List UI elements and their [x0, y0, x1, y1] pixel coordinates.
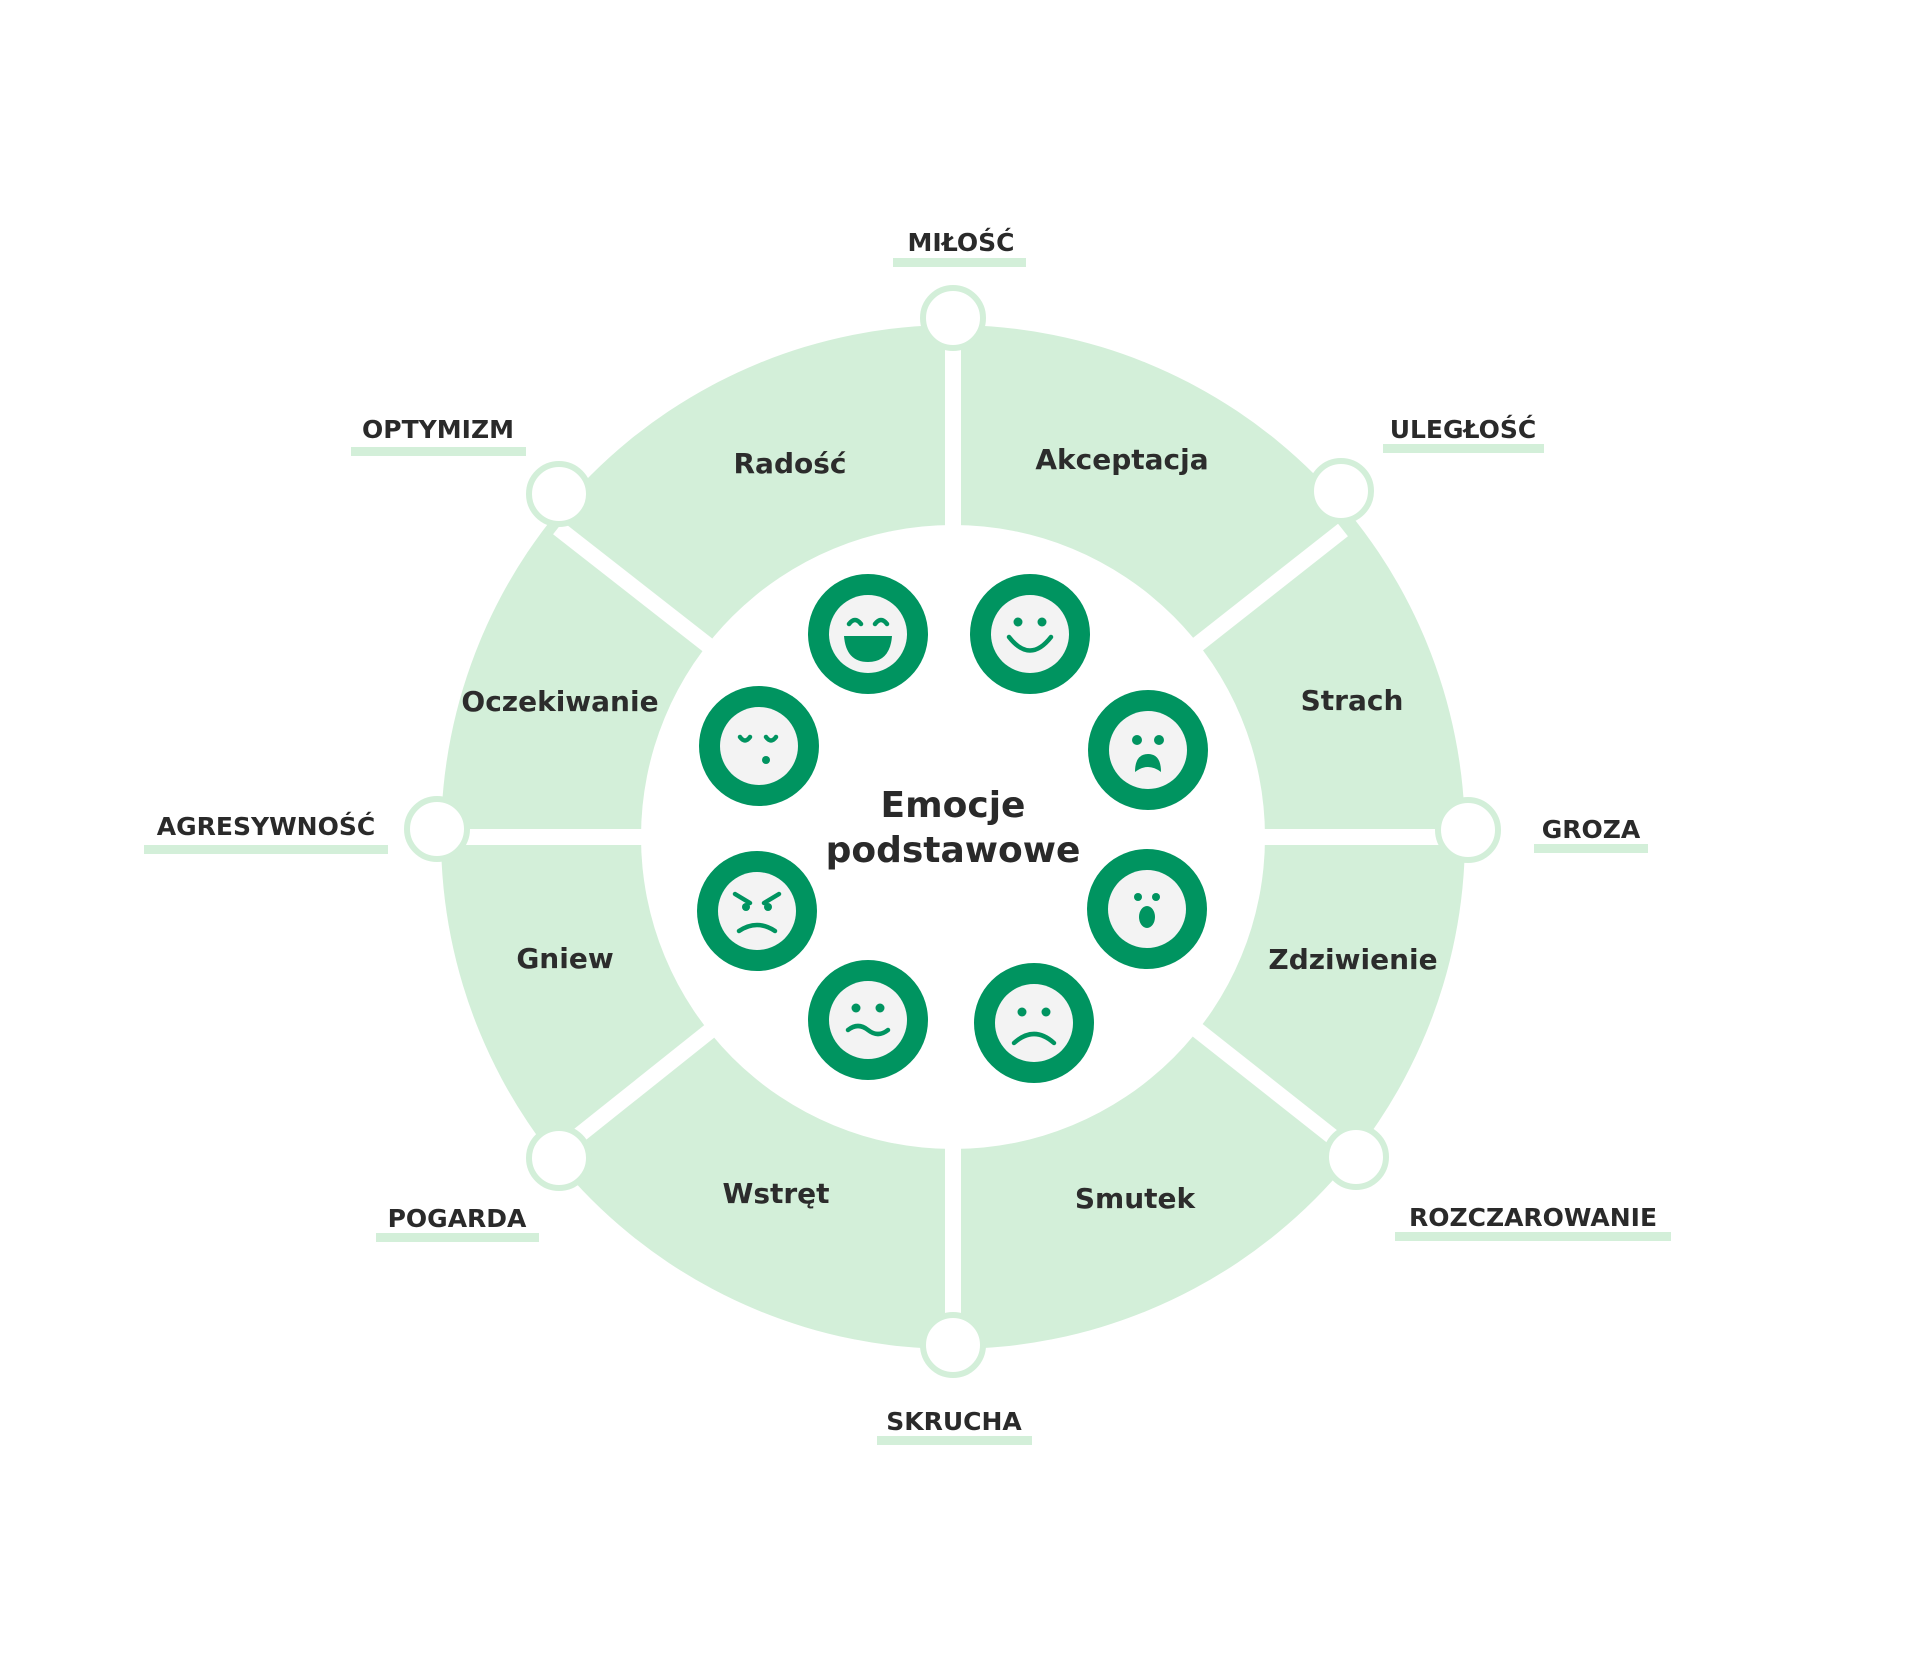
anticipating-face-icon [699, 686, 819, 806]
outer-label-underline [877, 1436, 1032, 1445]
connection-node [1308, 458, 1374, 524]
disgusted-face-icon [808, 960, 928, 1080]
connection-node [1323, 1124, 1389, 1190]
connection-node [526, 461, 592, 527]
sector-label-smutek: Smutek [1075, 1182, 1197, 1215]
outer-label-rozczarowanie: ROZCZAROWANIE [1409, 1203, 1657, 1232]
sector-label-gniew: Gniew [516, 942, 613, 975]
outer-label-underline [144, 845, 388, 854]
connection-node [1435, 797, 1501, 863]
laughing-face-icon [808, 574, 928, 694]
angry-face-icon [697, 851, 817, 971]
sector-label-strach: Strach [1301, 684, 1404, 717]
outer-label-pogarda: POGARDA [388, 1204, 527, 1233]
outer-label-underline [351, 447, 526, 456]
emotion-faces [697, 574, 1208, 1083]
outer-label-underline [1534, 844, 1648, 853]
outer-label-groza: GROZA [1542, 815, 1641, 844]
outer-label-optymizm: OPTYMIZM [362, 415, 514, 444]
outer-label-skrucha: SKRUCHA [886, 1407, 1022, 1436]
connection-node [920, 1312, 986, 1378]
sad-face-icon [974, 963, 1094, 1083]
sector-label-radosc: Radość [734, 447, 847, 480]
smiling-face-icon [970, 574, 1090, 694]
connection-node [920, 285, 986, 351]
sector-label-oczekiwanie: Oczekiwanie [461, 685, 658, 718]
fearful-face-icon [1088, 690, 1208, 810]
sector-label-wstret: Wstręt [722, 1177, 829, 1210]
sector-label-zdziwienie: Zdziwienie [1268, 943, 1437, 976]
outer-label-uleglosc: ULEGŁOŚĆ [1390, 414, 1537, 444]
center-title-line1: Emocje [881, 785, 1026, 826]
outer-label-agresywnosc: AGRESYWNOŚĆ [157, 811, 375, 841]
connection-node [404, 796, 470, 862]
center-disc [641, 525, 1265, 1149]
connection-node [526, 1125, 592, 1191]
surprised-face-icon [1087, 849, 1207, 969]
outer-label-underline [1383, 444, 1544, 453]
sector-label-akceptacja: Akceptacja [1035, 443, 1208, 476]
outer-label-underline [1395, 1232, 1671, 1241]
outer-label-underline [376, 1233, 539, 1242]
outer-label-underline [893, 258, 1026, 267]
connection-nodes [404, 285, 1501, 1378]
outer-label-milosc: MIŁOŚĆ [908, 227, 1015, 257]
center-title-line2: podstawowe [826, 830, 1081, 871]
